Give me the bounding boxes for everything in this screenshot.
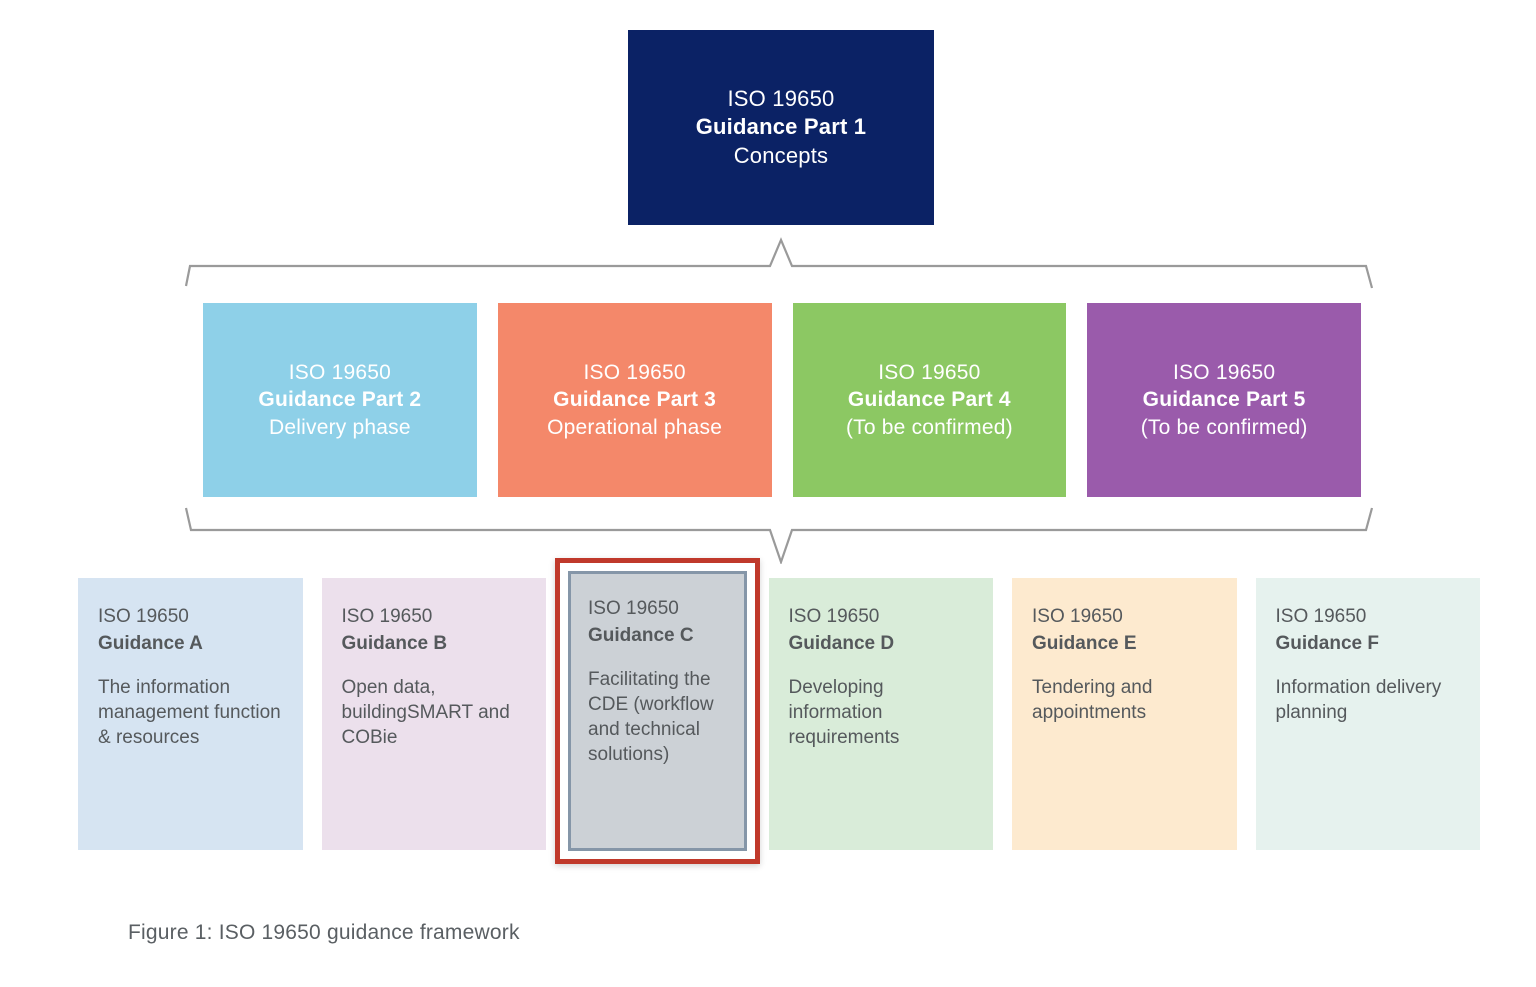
guidance-part-3-box: ISO 19650 Guidance Part 3 Operational ph… [497, 303, 772, 497]
guidance-a-card: ISO 19650 Guidance A The information man… [78, 578, 303, 850]
part2-line3: Delivery phase [269, 415, 411, 439]
guidance-parts-row: ISO 19650 Guidance Part 2 Delivery phase… [203, 303, 1361, 497]
guidance-c-line2: Guidance C [588, 625, 694, 647]
connector-bracket-bottom [184, 507, 1374, 564]
guidance-e-description: Tendering and appointments [1032, 676, 1153, 723]
guidance-part-5-box: ISO 19650 Guidance Part 5 (To be confirm… [1087, 303, 1361, 497]
part5-line3: (To be confirmed) [1140, 415, 1308, 439]
part3-line1: ISO 19650 [583, 361, 686, 385]
part2-line2: Guidance Part 2 [258, 388, 422, 412]
part4-line3: (To be confirmed) [845, 415, 1013, 439]
figure-caption: Figure 1: ISO 19650 guidance framework [128, 921, 520, 944]
guidance-c-highlight-frame: ISO 19650 Guidance C Facilitating the CD… [555, 558, 760, 864]
guidance-c-inner-panel: ISO 19650 Guidance C Facilitating the CD… [568, 571, 747, 851]
guidance-b-line1: ISO 19650 [341, 606, 433, 627]
guidance-f-line2: Guidance F [1275, 633, 1379, 655]
guidance-part-4-box: ISO 19650 Guidance Part 4 (To be confirm… [792, 303, 1067, 497]
part4-line1: ISO 19650 [878, 361, 981, 385]
guidance-b-line2: Guidance B [341, 633, 448, 655]
guidance-b-description: Open data, buildingSMART and COBie [341, 676, 510, 749]
guidance-e-card: ISO 19650 Guidance E Tendering and appoi… [1012, 578, 1237, 850]
part4-line2: Guidance Part 4 [847, 388, 1011, 412]
part1-line2: Guidance Part 1 [695, 114, 867, 140]
guidance-part-2-box: ISO 19650 Guidance Part 2 Delivery phase [203, 303, 477, 497]
guidance-a-line1: ISO 19650 [98, 606, 189, 627]
guidance-c-description: Facilitating the CDE (workflow and techn… [588, 668, 714, 766]
guidance-d-description: Developing information requirements [788, 676, 900, 749]
guidance-d-line1: ISO 19650 [788, 606, 880, 627]
guidance-a-description: The information management function & re… [98, 676, 281, 749]
part1-line3: Concepts [733, 142, 829, 168]
part2-line1: ISO 19650 [288, 361, 391, 385]
guidance-d-line2: Guidance D [788, 633, 895, 655]
guidance-e-line1: ISO 19650 [1032, 606, 1123, 627]
guidance-a-line2: Guidance A [98, 633, 203, 655]
guidance-part-1-box: ISO 19650 Guidance Part 1 Concepts [628, 30, 934, 225]
guidance-e-line2: Guidance E [1032, 633, 1137, 655]
part1-line1: ISO 19650 [727, 86, 835, 112]
part5-line2: Guidance Part 5 [1142, 388, 1306, 412]
part3-line2: Guidance Part 3 [553, 388, 717, 412]
connector-bracket-top [184, 237, 1374, 289]
guidance-b-card: ISO 19650 Guidance B Open data, building… [321, 578, 546, 850]
guidance-f-card: ISO 19650 Guidance F Information deliver… [1255, 578, 1480, 850]
guidance-c-card-highlighted: ISO 19650 Guidance C Facilitating the CD… [555, 558, 760, 864]
guidance-documents-row: ISO 19650 Guidance A The information man… [78, 558, 1480, 864]
guidance-c-line1: ISO 19650 [588, 598, 679, 619]
part3-line3: Operational phase [547, 415, 723, 439]
guidance-d-card: ISO 19650 Guidance D Developing informat… [768, 578, 993, 850]
part5-line1: ISO 19650 [1173, 361, 1276, 385]
guidance-f-description: Information delivery planning [1275, 676, 1442, 723]
guidance-f-line1: ISO 19650 [1275, 606, 1367, 627]
